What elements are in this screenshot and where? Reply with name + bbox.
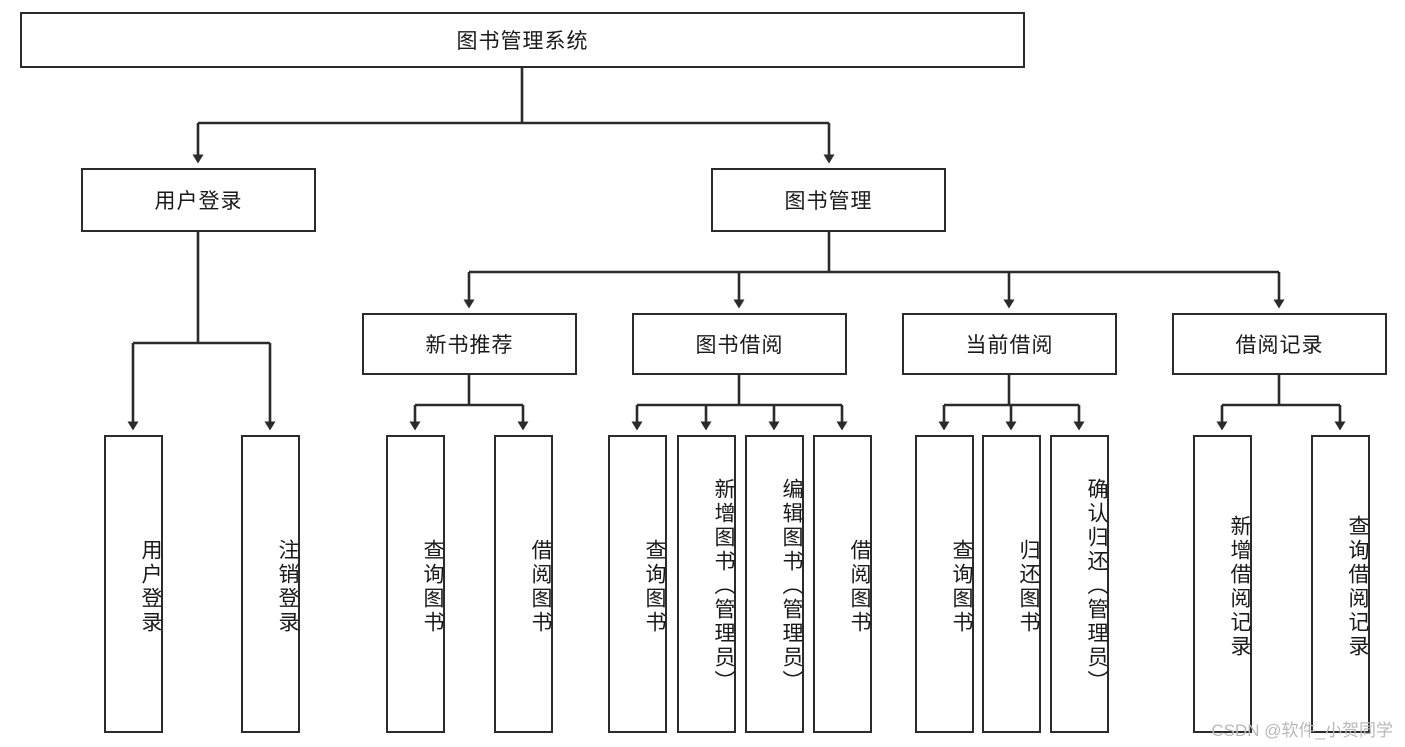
node-label: 查询图书	[950, 539, 973, 635]
leaf-current-borrow-confirm-return-admin[interactable]: 确认归还（管理员）	[1050, 435, 1109, 733]
leaf-user-login-login[interactable]: 用户登录	[104, 435, 163, 733]
leaf-book-borrow-edit-admin[interactable]: 编辑图书（管理员）	[745, 435, 804, 733]
node-label: 新增图书（管理员）	[712, 478, 735, 694]
node-label: 用户登录	[154, 190, 243, 213]
node-label: 图书管理系统	[456, 30, 589, 53]
node-label: 确认归还（管理员）	[1085, 478, 1108, 694]
node-label: 新书推荐	[425, 334, 514, 357]
node-label: 编辑图书（管理员）	[780, 478, 803, 694]
leaf-current-borrow-query[interactable]: 查询图书	[915, 435, 974, 733]
node-label: 归还图书	[1017, 539, 1040, 635]
node-new-book-recommend[interactable]: 新书推荐	[362, 313, 577, 375]
node-current-borrow[interactable]: 当前借阅	[902, 313, 1117, 375]
node-user-login[interactable]: 用户登录	[81, 168, 316, 232]
leaf-borrow-record-add[interactable]: 新增借阅记录	[1193, 435, 1252, 733]
node-label: 借阅图书	[848, 539, 871, 635]
node-label: 查询图书	[421, 539, 444, 635]
node-label: 借阅记录	[1235, 334, 1324, 357]
node-label: 新增借阅记录	[1228, 515, 1251, 659]
leaf-book-borrow-query[interactable]: 查询图书	[608, 435, 667, 733]
node-book-management[interactable]: 图书管理	[711, 168, 946, 232]
node-label: 当前借阅	[965, 334, 1054, 357]
node-label: 查询借阅记录	[1346, 515, 1369, 659]
node-label: 注销登录	[276, 539, 299, 635]
leaf-user-login-logout[interactable]: 注销登录	[241, 435, 300, 733]
node-label: 用户登录	[139, 539, 162, 635]
node-book-borrow[interactable]: 图书借阅	[632, 313, 847, 375]
leaf-book-borrow-borrow[interactable]: 借阅图书	[813, 435, 872, 733]
node-label: 图书管理	[784, 190, 873, 213]
node-root-book-management-system[interactable]: 图书管理系统	[20, 12, 1025, 68]
leaf-new-book-query[interactable]: 查询图书	[386, 435, 445, 733]
leaf-book-borrow-add-admin[interactable]: 新增图书（管理员）	[677, 435, 736, 733]
leaf-current-borrow-return[interactable]: 归还图书	[982, 435, 1041, 733]
node-borrow-record[interactable]: 借阅记录	[1172, 313, 1387, 375]
node-label: 借阅图书	[529, 539, 552, 635]
node-label: 图书借阅	[695, 334, 784, 357]
node-label: 查询图书	[643, 539, 666, 635]
leaf-new-book-borrow[interactable]: 借阅图书	[494, 435, 553, 733]
leaf-borrow-record-query[interactable]: 查询借阅记录	[1311, 435, 1370, 733]
